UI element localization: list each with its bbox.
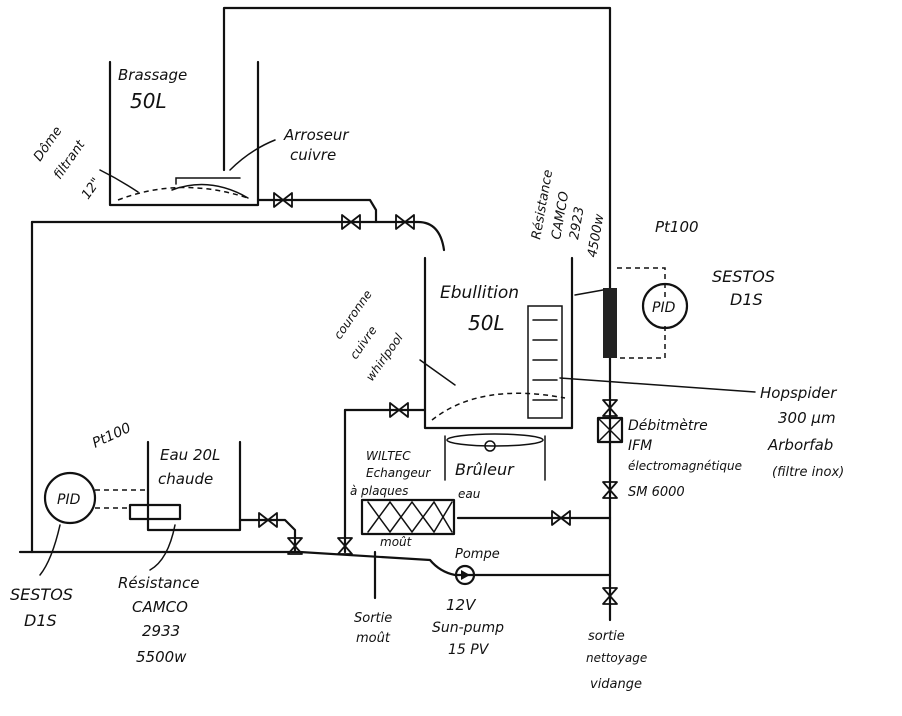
label-couronne-2: cuivre bbox=[347, 323, 380, 361]
label-sortie-mout-2: moût bbox=[356, 631, 391, 646]
valve-flow-2 bbox=[602, 481, 618, 499]
plate-heat-exchanger bbox=[360, 498, 456, 536]
valve-whirlpool bbox=[389, 402, 409, 418]
burner bbox=[444, 433, 546, 481]
label-arroseur-1: Arroseur bbox=[283, 126, 349, 144]
label-debit-3: électromagnétique bbox=[628, 459, 742, 473]
label-brassage: Brassage bbox=[118, 66, 187, 84]
label-wiltec-mout: moût bbox=[380, 535, 413, 549]
label-res-top-3: 2923 bbox=[567, 205, 588, 240]
label-sortie-net-1: sortie bbox=[588, 629, 625, 644]
flowmeter bbox=[596, 416, 624, 444]
valve-low-1 bbox=[287, 537, 303, 555]
label-hopspider-4: (filtre inox) bbox=[772, 465, 844, 480]
valve-mash-out bbox=[273, 192, 293, 208]
valve-exchanger bbox=[551, 510, 571, 526]
label-pump-2: Sun-pump bbox=[432, 620, 504, 636]
label-pid-top: PID bbox=[652, 300, 676, 316]
label-wiltec-eau: eau bbox=[458, 487, 481, 501]
hot-water-tank bbox=[146, 440, 242, 532]
label-bruleur: Brûleur bbox=[455, 460, 515, 479]
label-pump-3: 15 PV bbox=[448, 642, 490, 658]
valve-hot-water bbox=[258, 512, 278, 528]
valve-mid-2 bbox=[395, 214, 415, 230]
pid-controller-left bbox=[43, 471, 97, 525]
label-pt100-top: Pt100 bbox=[655, 218, 699, 236]
pipe-network bbox=[18, 6, 612, 622]
leader-lines bbox=[39, 139, 756, 576]
label-sestos-top-2: D1S bbox=[730, 290, 763, 309]
label-wiltec-3: à plaques bbox=[350, 484, 408, 498]
label-sestos-top-1: SESTOS bbox=[712, 267, 775, 286]
label-debit-2: IFM bbox=[628, 438, 652, 454]
label-sortie-net-2: nettoyage bbox=[586, 651, 647, 665]
label-dome-3: 12" bbox=[79, 175, 104, 202]
label-pid-left: PID bbox=[57, 492, 81, 508]
label-eau-1: Eau 20L bbox=[160, 446, 220, 464]
label-sestos-bot-2: D1S bbox=[24, 611, 57, 630]
text-labels: Brassage 50L Arroseur cuivre Dôme filtra… bbox=[10, 66, 844, 692]
label-dome-1: Dôme bbox=[31, 124, 65, 164]
pt100-probe-top bbox=[603, 267, 666, 359]
mash-tank bbox=[108, 60, 260, 207]
label-res-bot-4: 5500w bbox=[136, 648, 187, 666]
label-wiltec-2: Echangeur bbox=[366, 466, 431, 480]
pid-controller-top bbox=[641, 282, 689, 330]
label-res-bot-3: 2933 bbox=[142, 622, 180, 640]
label-res-bot-2: CAMCO bbox=[132, 598, 188, 616]
label-eau-2: chaude bbox=[158, 470, 213, 488]
label-pump-1: 12V bbox=[446, 596, 477, 614]
label-res-bot-1: Résistance bbox=[118, 574, 200, 592]
label-hopspider-2: 300 µm bbox=[778, 409, 836, 427]
label-hopspider-1: Hopspider bbox=[760, 384, 837, 402]
label-pompe: Pompe bbox=[455, 547, 500, 562]
label-debit-4: SM 6000 bbox=[628, 485, 685, 500]
hopspider-filter bbox=[527, 305, 563, 419]
label-res-top-4: 4500w bbox=[585, 213, 607, 259]
label-sortie-mout-1: Sortie bbox=[354, 611, 392, 626]
boil-kettle bbox=[423, 256, 574, 430]
label-sestos-bot-1: SESTOS bbox=[10, 585, 73, 604]
label-arroseur-2: cuivre bbox=[290, 146, 336, 164]
label-hopspider-3: Arborfab bbox=[767, 436, 833, 454]
valve-mid-1 bbox=[341, 214, 361, 230]
label-ebullition: Ebullition bbox=[440, 283, 519, 303]
label-brassage-vol: 50L bbox=[130, 89, 167, 113]
valve-low-2 bbox=[337, 537, 353, 555]
label-debit-1: Débitmètre bbox=[628, 418, 708, 434]
label-pt100-left: Pt100 bbox=[90, 420, 134, 452]
valve-flow-1 bbox=[602, 399, 618, 417]
valve-drain bbox=[602, 587, 618, 605]
label-wiltec-1: WILTEC bbox=[366, 449, 411, 463]
label-sortie-net-3: vidange bbox=[590, 677, 642, 692]
pump bbox=[454, 564, 476, 586]
label-ebullition-vol: 50L bbox=[468, 311, 505, 335]
heating-element-bottom bbox=[95, 489, 182, 521]
